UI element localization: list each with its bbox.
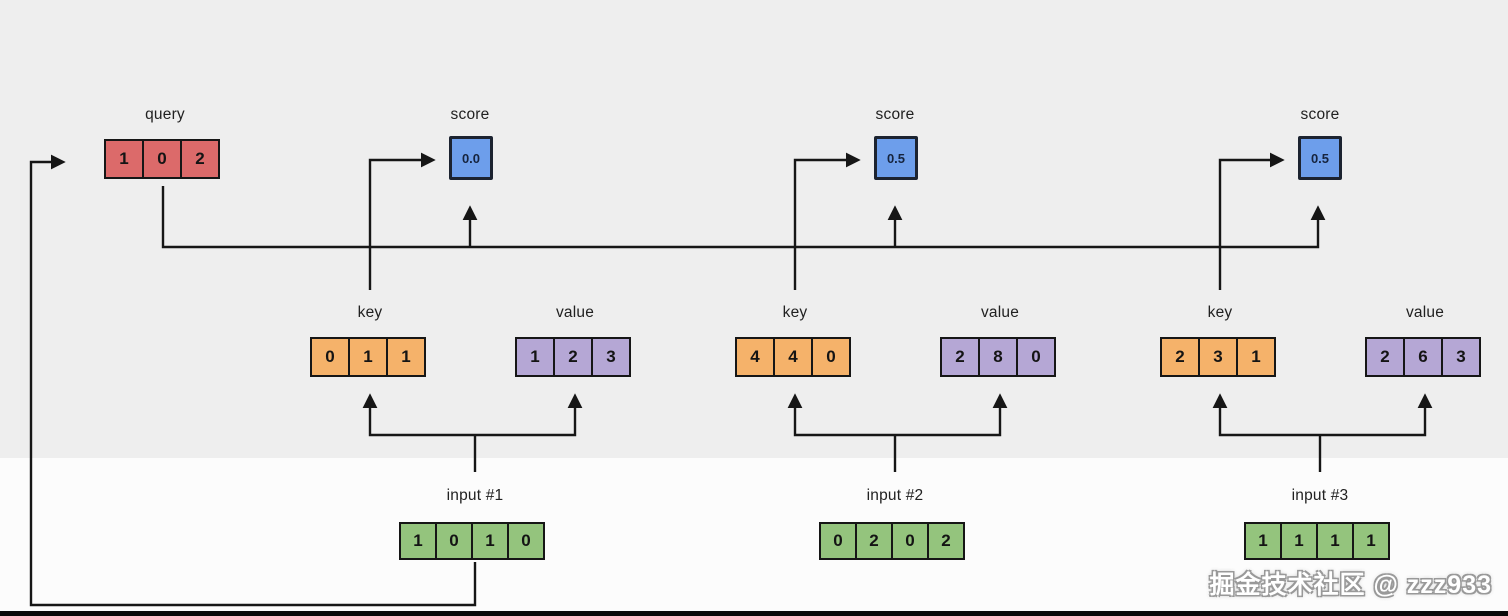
- value-2-vector: 2 8 0: [940, 337, 1056, 377]
- input-2-cell-1: 2: [855, 522, 893, 560]
- input-1-label: input #1: [446, 487, 504, 504]
- fork-input2-to-key-value: [787, 393, 1008, 437]
- upper-background: [0, 0, 1508, 458]
- key-1-label: key: [357, 304, 383, 321]
- value-1-label: value: [555, 304, 595, 321]
- bottom-edge-bar: [0, 611, 1508, 616]
- query-bus-to-score3: [161, 186, 1326, 249]
- key-3-cell-1: 3: [1198, 337, 1238, 377]
- score-2-box: 0.5: [874, 136, 918, 180]
- value-2-cell-2: 0: [1016, 337, 1056, 377]
- key-2-cell-0: 4: [735, 337, 775, 377]
- arrow-input1-to-query: [29, 154, 477, 607]
- key-2-cell-1: 4: [773, 337, 813, 377]
- score-1-box: 0.0: [449, 136, 493, 180]
- key-1-cell-0: 0: [310, 337, 350, 377]
- arrow-key3-to-score3: [1218, 152, 1285, 290]
- input-3-label: input #3: [1291, 487, 1349, 504]
- value-2-cell-1: 8: [978, 337, 1018, 377]
- score-3-box: 0.5: [1298, 136, 1342, 180]
- key-2-vector: 4 4 0: [735, 337, 851, 377]
- query-cell-1: 0: [142, 139, 182, 179]
- value-1-cell-0: 1: [515, 337, 555, 377]
- watermark-text: 掘金技术社区 @ zzz933: [1209, 571, 1492, 599]
- input-2-cell-2: 0: [891, 522, 929, 560]
- value-2-label: value: [980, 304, 1020, 321]
- input-3-cell-3: 1: [1352, 522, 1390, 560]
- input-1-cell-2: 1: [471, 522, 509, 560]
- input-2-label: input #2: [866, 487, 924, 504]
- input-2-cell-3: 2: [927, 522, 965, 560]
- score-3-label: score: [1300, 106, 1340, 123]
- input-2-cell-0: 0: [819, 522, 857, 560]
- key-2-cell-2: 0: [811, 337, 851, 377]
- key-3-cell-0: 2: [1160, 337, 1200, 377]
- input-1-cell-0: 1: [399, 522, 437, 560]
- value-1-cell-2: 3: [591, 337, 631, 377]
- value-3-cell-1: 6: [1403, 337, 1443, 377]
- value-3-vector: 2 6 3: [1365, 337, 1481, 377]
- query-label: query: [145, 106, 185, 123]
- input-1-cell-3: 0: [507, 522, 545, 560]
- input-2-vector: 0 2 0 2: [819, 522, 965, 560]
- input-1-cell-1: 0: [435, 522, 473, 560]
- input-1-vector: 1 0 1 0: [399, 522, 545, 560]
- score-2-label: score: [875, 106, 915, 123]
- value-1-vector: 1 2 3: [515, 337, 631, 377]
- fork-input3-to-key-value: [1212, 393, 1433, 437]
- score-1-label: score: [450, 106, 490, 123]
- value-1-cell-1: 2: [553, 337, 593, 377]
- input-3-cell-1: 1: [1280, 522, 1318, 560]
- value-3-label: value: [1405, 304, 1445, 321]
- query-vector: 1 0 2: [104, 139, 220, 179]
- input-3-cell-2: 1: [1316, 522, 1354, 560]
- key-3-cell-2: 1: [1236, 337, 1276, 377]
- value-2-cell-0: 2: [940, 337, 980, 377]
- arrow-key2-to-score2: [793, 152, 861, 290]
- key-3-vector: 2 3 1: [1160, 337, 1276, 377]
- input-3-vector: 1 1 1 1: [1244, 522, 1390, 560]
- value-3-cell-0: 2: [1365, 337, 1405, 377]
- key-1-cell-2: 1: [386, 337, 426, 377]
- input-3-cell-0: 1: [1244, 522, 1282, 560]
- key-3-label: key: [1207, 304, 1233, 321]
- value-3-cell-2: 3: [1441, 337, 1481, 377]
- key-1-cell-1: 1: [348, 337, 388, 377]
- query-cell-0: 1: [104, 139, 144, 179]
- fork-input1-to-key-value: [362, 393, 583, 437]
- key-2-label: key: [782, 304, 808, 321]
- arrow-key1-to-score1: [368, 152, 436, 290]
- key-1-vector: 0 1 1: [310, 337, 426, 377]
- query-cell-2: 2: [180, 139, 220, 179]
